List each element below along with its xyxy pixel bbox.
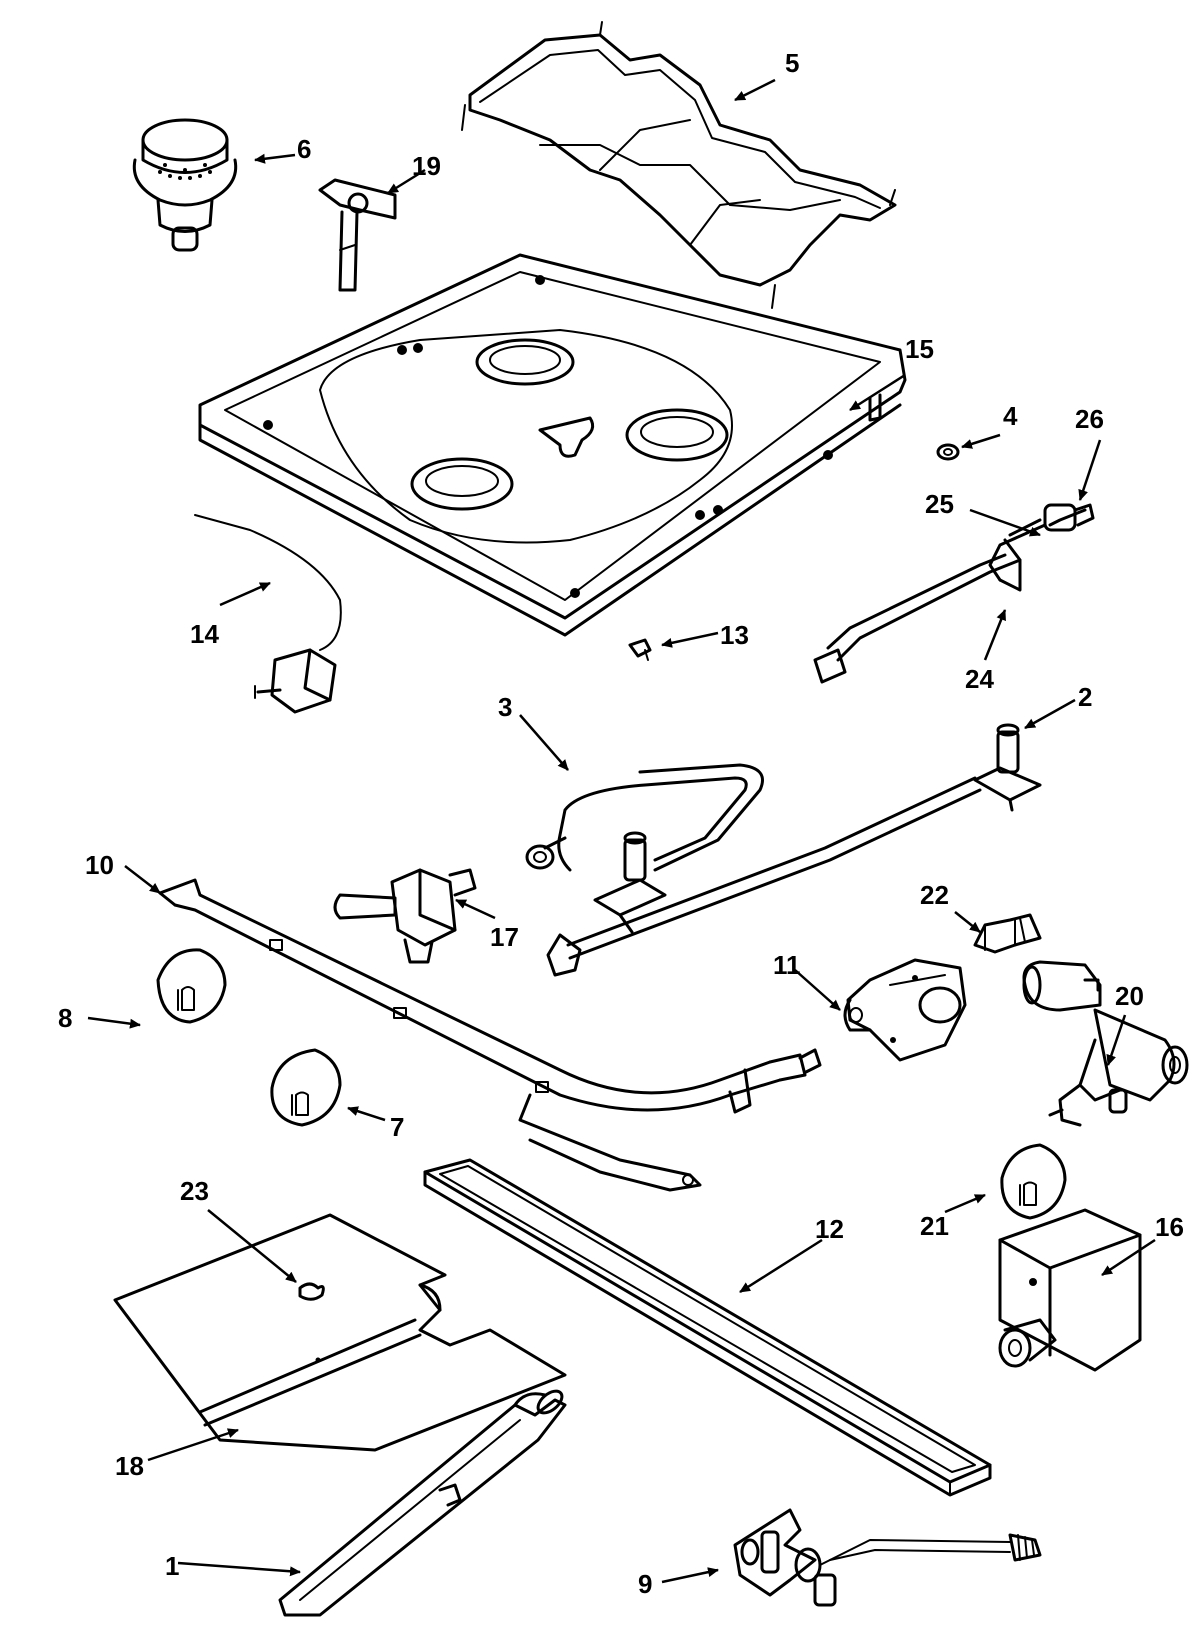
callout-18: 18 bbox=[115, 1451, 144, 1481]
long-burner-tube-part bbox=[546, 723, 1042, 977]
callout-15: 15 bbox=[905, 334, 934, 364]
heat-shield-part bbox=[113, 1213, 567, 1452]
cooktop-main-top-part bbox=[198, 253, 907, 637]
burner-tube-part bbox=[525, 763, 764, 934]
control-knob-21 bbox=[1000, 1143, 1067, 1220]
gas-valve-part bbox=[1022, 960, 1189, 1127]
screw-part bbox=[628, 638, 652, 661]
callout-10: 10 bbox=[85, 850, 114, 880]
thermostat-sensor-part bbox=[194, 514, 342, 714]
callout-5: 5 bbox=[785, 48, 799, 78]
callout-22: 22 bbox=[920, 880, 949, 910]
callout-4: 4 bbox=[1003, 401, 1018, 431]
channel-rail-part bbox=[423, 1158, 992, 1497]
callout-14: 14 bbox=[190, 619, 219, 649]
junction-block-part bbox=[998, 1208, 1142, 1372]
callout-23: 23 bbox=[180, 1176, 209, 1206]
callout-8: 8 bbox=[58, 1003, 72, 1033]
main-burner-part bbox=[158, 878, 822, 1192]
callout-24: 24 bbox=[965, 664, 994, 694]
pressure-regulator-part bbox=[843, 958, 967, 1062]
callout-7: 7 bbox=[390, 1112, 404, 1142]
callout-arrows bbox=[87, 78, 1156, 1584]
callout-25: 25 bbox=[925, 489, 954, 519]
callout-12: 12 bbox=[815, 1214, 844, 1244]
burner-grate-part bbox=[461, 21, 897, 309]
nut-part bbox=[936, 443, 960, 461]
callout-3: 3 bbox=[498, 692, 512, 722]
burner-head-part bbox=[132, 118, 238, 252]
callout-19: 19 bbox=[412, 151, 441, 181]
ignitor-bracket-part bbox=[318, 178, 397, 292]
callout-11: 11 bbox=[773, 950, 801, 980]
callout-17: 17 bbox=[490, 922, 519, 952]
callout-6: 6 bbox=[297, 134, 311, 164]
callout-13: 13 bbox=[720, 620, 749, 650]
callout-1: 1 bbox=[165, 1551, 179, 1581]
callout-2: 2 bbox=[1078, 682, 1092, 712]
orifice-valve-part bbox=[333, 868, 477, 964]
pilot-thermocouple-part bbox=[733, 1508, 1042, 1607]
small-burner-part bbox=[278, 1389, 567, 1617]
callout-labels: 5 6 19 15 4 26 25 24 14 13 2 3 10 17 22 … bbox=[58, 48, 1184, 1599]
callout-20: 20 bbox=[1115, 981, 1144, 1011]
callout-16: 16 bbox=[1155, 1212, 1184, 1242]
fitting-part bbox=[973, 913, 1042, 954]
callout-26: 26 bbox=[1075, 404, 1104, 434]
control-knob-7 bbox=[270, 1048, 342, 1127]
callout-21: 21 bbox=[920, 1211, 949, 1241]
control-knob-8 bbox=[156, 948, 227, 1024]
wing-nut-part bbox=[298, 1282, 325, 1301]
callout-9: 9 bbox=[638, 1569, 652, 1599]
manifold-pipe-part bbox=[813, 503, 1095, 684]
